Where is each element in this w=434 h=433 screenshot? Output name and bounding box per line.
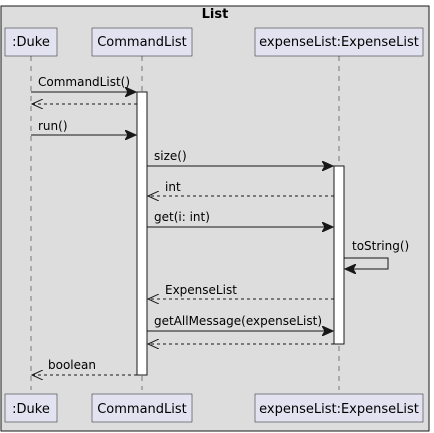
message-label-2: run() (38, 119, 68, 133)
participant-expenselist-bottom: expenseList:ExpenseList (254, 393, 424, 423)
frame-title: List (202, 7, 229, 22)
participant-duke-top: :Duke (4, 27, 58, 57)
frame-background (0, 5, 430, 432)
participant-label: expenseList:ExpenseList (259, 35, 419, 50)
message-label-10: boolean (48, 358, 96, 372)
message-label-7: ExpenseList (165, 283, 237, 297)
participant-expenselist-top: expenseList:ExpenseList (254, 27, 424, 57)
activation-expenselist (333, 165, 345, 345)
participant-label: expenseList:ExpenseList (259, 402, 419, 417)
participant-commandlist-bottom: CommandList (91, 393, 193, 423)
participant-label: :Duke (12, 402, 50, 417)
message-label-3: size() (154, 149, 187, 163)
message-label-8: getAllMessage(expenseList) (154, 314, 322, 328)
activation-commandlist (136, 91, 148, 376)
message-arrow-6 (344, 257, 389, 269)
message-label-6: toString() (352, 239, 409, 253)
message-label-0: CommandList() (38, 75, 130, 89)
participant-duke-bottom: :Duke (4, 393, 58, 423)
message-label-5: get(i: int) (154, 210, 210, 224)
message-label-4: int (165, 180, 181, 194)
participant-label: CommandList (97, 402, 187, 417)
participant-commandlist-top: CommandList (91, 27, 193, 57)
participant-label: :Duke (12, 35, 50, 50)
participant-label: CommandList (97, 35, 187, 50)
